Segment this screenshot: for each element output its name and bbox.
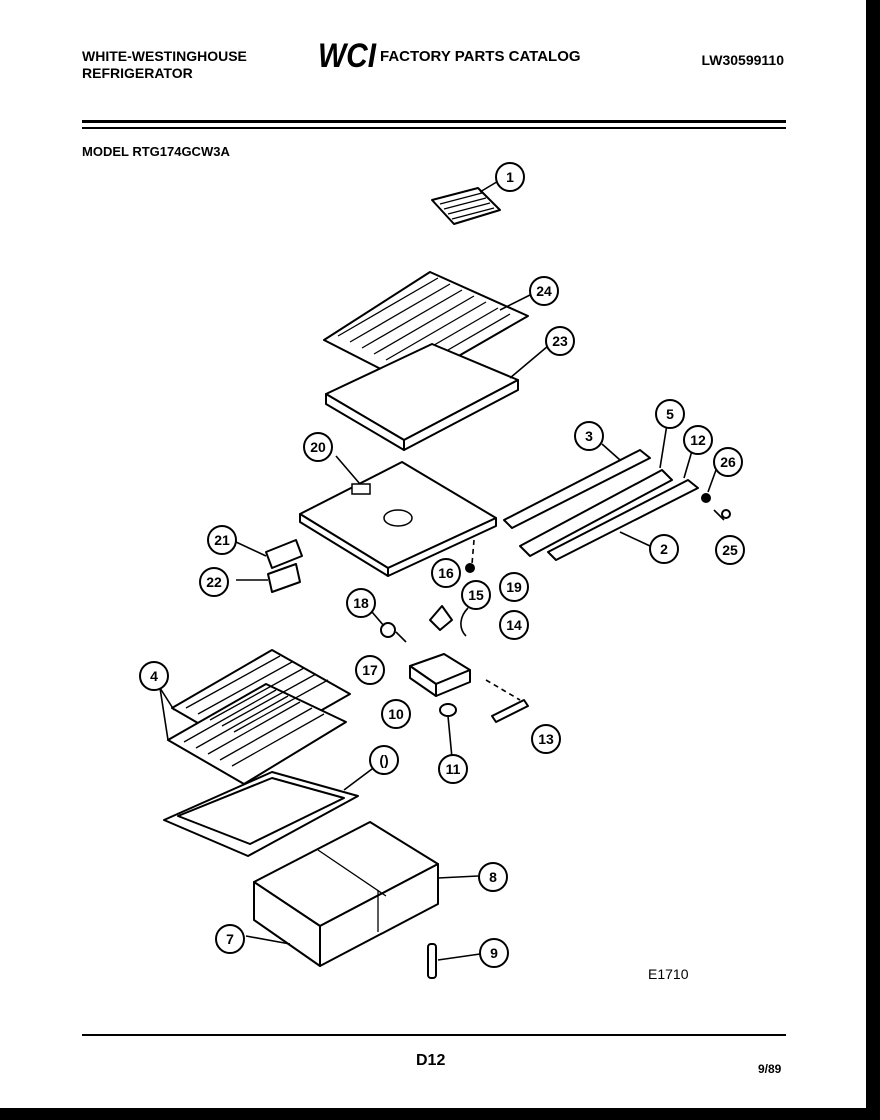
- svg-text:17: 17: [362, 662, 378, 678]
- callout-25: 25: [715, 535, 745, 565]
- part-crisper-drawers: [245, 821, 479, 967]
- svg-text:(): (): [379, 752, 388, 768]
- brand-block: WHITE-WESTINGHOUSE REFRIGERATOR: [82, 48, 247, 82]
- svg-text:16: 16: [438, 565, 454, 581]
- callout-26: 26: [713, 447, 743, 477]
- part-control-assembly: [371, 539, 529, 759]
- callout-23: 23: [545, 326, 575, 356]
- callout-14: 14: [499, 610, 529, 640]
- exploded-parts-diagram: 1 24 23 20 3 5 12 26 25 2 21 22 16 19 18…: [139, 162, 745, 979]
- logo-text: WCI: [318, 37, 377, 72]
- header-rule-top: [82, 120, 786, 123]
- callout-21: 21: [207, 525, 237, 555]
- svg-text:4: 4: [150, 668, 158, 684]
- callout-2: 2: [649, 534, 679, 564]
- catalog-code: LW30599110: [701, 52, 784, 68]
- callout-12: 12: [683, 425, 713, 455]
- svg-text:9: 9: [490, 945, 498, 961]
- callout-4: 4: [139, 661, 169, 691]
- figure-code: E1710: [648, 966, 689, 982]
- callout-9: 9: [479, 938, 509, 968]
- callout-20: 20: [303, 432, 333, 462]
- callout-11: 11: [438, 754, 468, 784]
- callout-13: 13: [531, 724, 561, 754]
- part-evaporator-cover: [325, 343, 549, 451]
- callout-1: 1: [495, 162, 525, 192]
- callout-22: 22: [199, 567, 229, 597]
- part-clip: [427, 943, 481, 979]
- catalog-title: FACTORY PARTS CATALOG: [380, 48, 581, 65]
- part-control-housing: [299, 455, 497, 577]
- header-rule-bottom: [82, 127, 786, 129]
- svg-text:8: 8: [489, 869, 497, 885]
- part-screws: [701, 469, 731, 521]
- callout-16: 16: [431, 558, 461, 588]
- svg-text:18: 18: [353, 595, 369, 611]
- callout-17: 17: [355, 655, 385, 685]
- part-freezer-shelf: [323, 271, 533, 385]
- svg-text:20: 20: [310, 439, 326, 455]
- svg-text:15: 15: [468, 587, 484, 603]
- callout-5: 5: [655, 399, 685, 429]
- svg-text:7: 7: [226, 931, 234, 947]
- svg-text:14: 14: [506, 617, 522, 633]
- brand-line-1: WHITE-WESTINGHOUSE: [82, 48, 247, 64]
- callout-24: 24: [529, 276, 559, 306]
- svg-text:5: 5: [666, 406, 674, 422]
- callout-7: 7: [215, 924, 245, 954]
- callout-unlabeled: (): [369, 745, 399, 775]
- part-glass-shelves: [159, 649, 351, 785]
- part-crisper-cover: [163, 765, 377, 857]
- svg-text:22: 22: [206, 574, 222, 590]
- svg-text:19: 19: [506, 579, 522, 595]
- svg-text:25: 25: [722, 542, 738, 558]
- svg-text:3: 3: [585, 428, 593, 444]
- revision-date: 9/89: [758, 1062, 782, 1076]
- svg-text:1: 1: [506, 169, 514, 185]
- svg-text:12: 12: [690, 432, 706, 448]
- page-number: D12: [416, 1052, 446, 1069]
- wci-logo: WCI: [318, 37, 377, 72]
- svg-text:26: 26: [720, 454, 736, 470]
- callout-3: 3: [574, 421, 604, 451]
- brand-line-2: REFRIGERATOR: [82, 65, 193, 81]
- part-switches: [235, 539, 303, 593]
- callout-19: 19: [499, 572, 529, 602]
- svg-text:11: 11: [446, 761, 461, 777]
- svg-text:10: 10: [388, 706, 404, 722]
- part-vent-grille: [431, 179, 501, 225]
- svg-text:2: 2: [660, 541, 668, 557]
- callout-8: 8: [478, 862, 508, 892]
- svg-text:24: 24: [536, 283, 552, 299]
- svg-text:23: 23: [552, 333, 568, 349]
- callout-15: 15: [461, 580, 491, 610]
- callout-18: 18: [346, 588, 376, 618]
- part-rails: [503, 417, 699, 561]
- svg-text:21: 21: [214, 532, 230, 548]
- model-number: MODEL RTG174GCW3A: [82, 144, 230, 159]
- callout-10: 10: [381, 699, 411, 729]
- footer-rule: [82, 1034, 786, 1036]
- svg-text:13: 13: [538, 731, 554, 747]
- catalog-page: WHITE-WESTINGHOUSE REFRIGERATOR WCI FACT…: [0, 0, 866, 1108]
